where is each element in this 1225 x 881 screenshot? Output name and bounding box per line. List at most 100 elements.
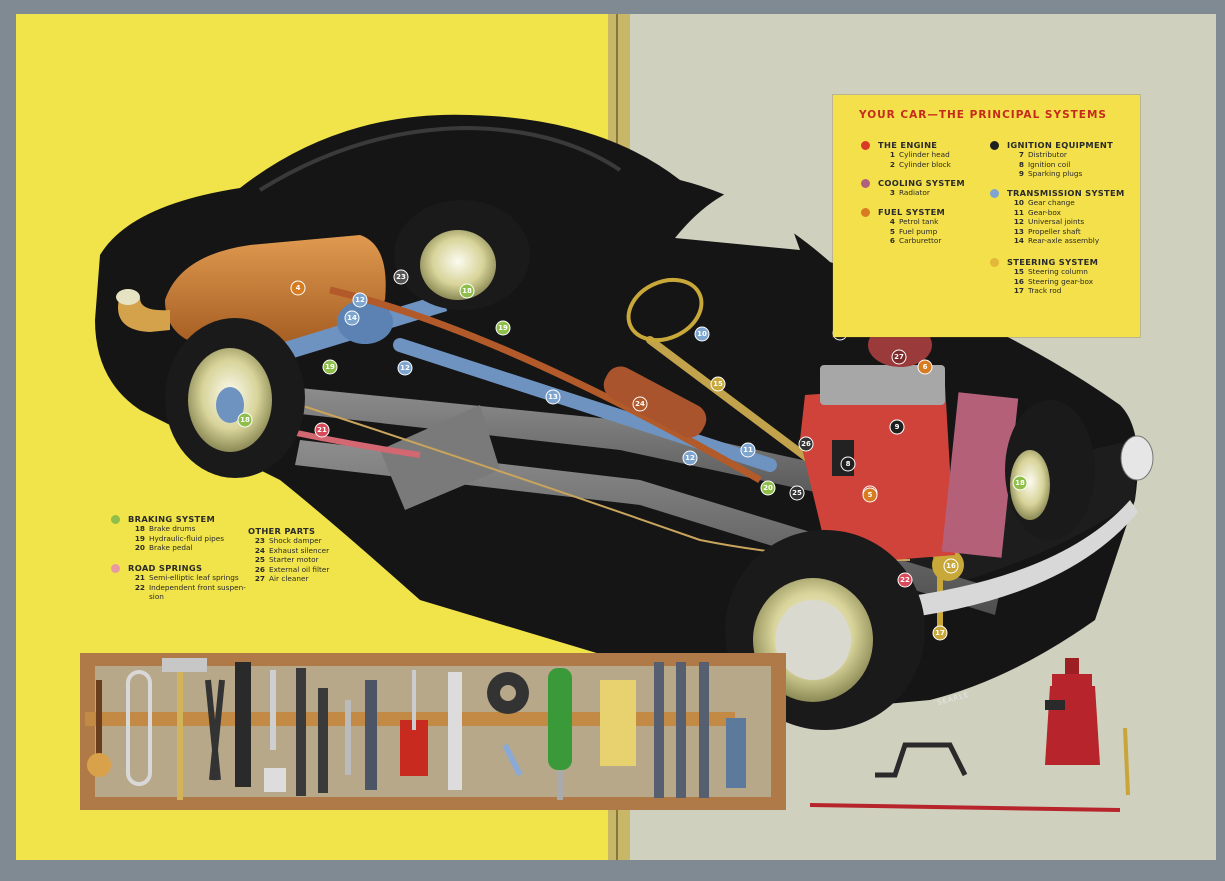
legend-item-number: 7 (1018, 150, 1024, 159)
callout-marker (740, 442, 756, 458)
callout-number: 16 (946, 562, 956, 570)
legend-item-number: 16 (1013, 276, 1024, 286)
legend-item: 6 Carburettor (878, 236, 945, 246)
legend-color-dot (861, 179, 870, 188)
callout-marker (760, 480, 776, 496)
front-right-wheel (1005, 400, 1095, 540)
chassis-rail (295, 440, 1000, 615)
legend-item-number: 27 (254, 574, 265, 584)
cylinder-head (820, 365, 945, 405)
callout-marker (632, 396, 648, 412)
callout-marker (682, 450, 698, 466)
legend-item: 12 Universal joints (1007, 217, 1125, 227)
legend-item-number: 11 (1013, 207, 1024, 217)
callout-number: 18 (462, 287, 472, 295)
callout-number: 17 (935, 629, 945, 637)
rear-left-wheel (165, 318, 305, 478)
legend-heading: OTHER PARTS (248, 526, 316, 536)
legend-heading: STEERING SYSTEM (1007, 257, 1099, 267)
legend-item-label: External oil filter (269, 564, 330, 574)
callout-number: 6 (923, 363, 928, 371)
legend-item-number: 12 (1013, 217, 1024, 227)
steering-wheel (626, 277, 704, 343)
callout-number: 26 (801, 440, 811, 448)
legend-item: 7 Distributor (1007, 150, 1113, 160)
callout-marker (798, 436, 814, 452)
tyre-gauge (1123, 727, 1130, 796)
legend-item-number: 22 (134, 582, 145, 592)
callout-marker (891, 349, 907, 365)
legend-item-number: 21 (134, 573, 145, 582)
wheel-brace (809, 803, 1121, 812)
callout-marker (710, 376, 726, 392)
callout-number: 11 (743, 446, 753, 454)
legend-item-label: Carburettor (899, 236, 942, 246)
callout-marker (694, 326, 710, 342)
legend-item-number: 13 (1013, 226, 1024, 236)
legend-item-label: Sparking plugs (1028, 169, 1083, 179)
callout-number: 14 (347, 314, 357, 322)
crank-handle (875, 742, 968, 778)
callout-marker (862, 487, 878, 503)
legend-heading: COOLING SYSTEM (878, 178, 965, 188)
callout-number: 22 (900, 576, 910, 584)
callout-marker (314, 422, 330, 438)
legend-heading: FUEL SYSTEM (878, 207, 946, 217)
callout-number: 13 (548, 393, 558, 401)
callout-number: 23 (396, 273, 406, 281)
callout-marker (495, 320, 511, 336)
callout-marker (1012, 475, 1028, 491)
legend-item-label: Rear-axle assembly (1028, 236, 1100, 246)
legend-item-number: 18 (134, 524, 145, 533)
legend-item-number: 6 (889, 236, 895, 246)
legend-item-number: 8 (1018, 159, 1024, 169)
legend-item: 14 Rear-axle assembly (1007, 236, 1125, 246)
car-jack (1045, 658, 1100, 765)
legend-item-label: Distributor (1028, 150, 1067, 159)
legend-item-label: Shock damper (269, 536, 322, 545)
headlamp (1120, 435, 1154, 481)
callout-number: 24 (635, 400, 645, 408)
callout-marker (545, 389, 561, 405)
legend-item-number: 14 (1013, 236, 1024, 246)
roof-highlight (258, 125, 622, 192)
legend-color-dot (990, 141, 999, 150)
legend-item-label: Exhaust silencer (269, 545, 330, 555)
legend-heading: ROAD SPRINGS (128, 563, 203, 573)
callout-marker (322, 359, 338, 375)
callout-marker (917, 359, 933, 375)
callout-number: 27 (894, 353, 904, 361)
callout-number: 12 (355, 296, 365, 304)
callout-number: 12 (400, 364, 410, 372)
legend-color-dot (111, 515, 120, 524)
callout-marker (897, 572, 913, 588)
legend-item-label: Radiator (899, 188, 930, 197)
callout-marker (352, 292, 368, 308)
legend-item-number: 17 (1013, 286, 1024, 296)
callout-number: 12 (685, 454, 695, 462)
legend-item-label: Universal joints (1028, 217, 1085, 227)
callout-marker (393, 269, 409, 285)
legend-item-label: Fuel pump (899, 226, 938, 236)
legend-item-number: 2 (889, 159, 895, 169)
callout-marker (397, 360, 413, 376)
callout-number: 4 (296, 284, 301, 292)
